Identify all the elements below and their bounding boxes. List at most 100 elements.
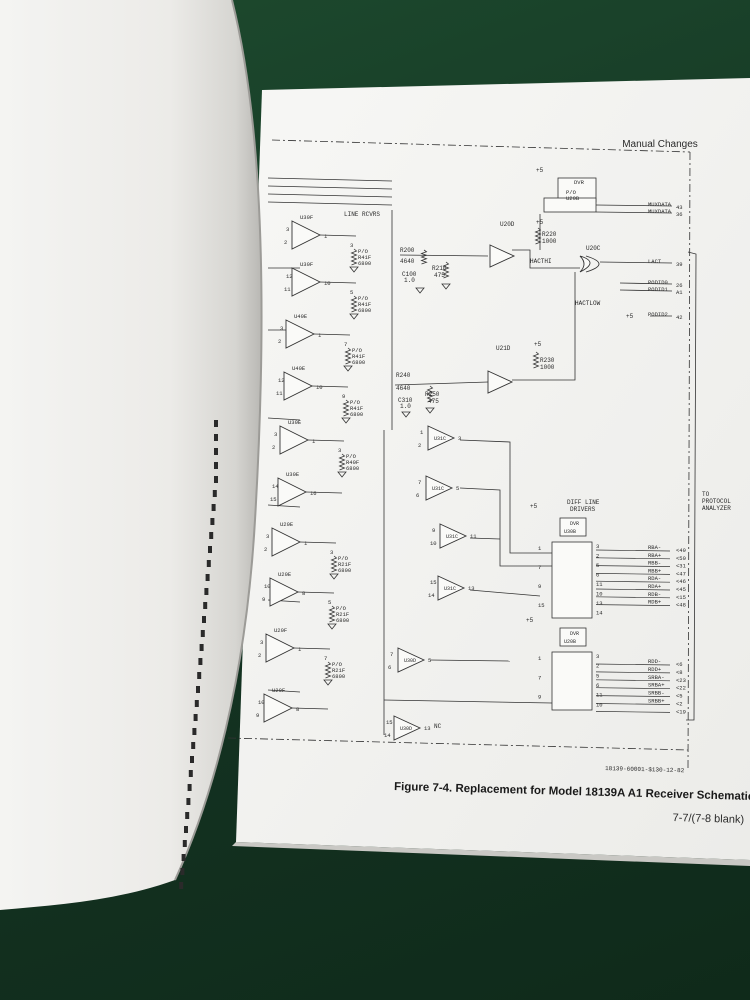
receiver-opamp (265, 633, 296, 663)
receiver-pin-a: 3 (274, 431, 277, 438)
diff-output-pin: <48 (676, 602, 686, 609)
output-wire (595, 671, 671, 674)
receiver-pin-b: 15 (270, 496, 277, 503)
resistor-value: 6800 (346, 465, 359, 472)
driver-pin-in: 9 (538, 583, 541, 590)
diff-output-2-pin: <19 (676, 708, 686, 715)
diff-output-label: RBB+ (648, 567, 661, 574)
receiver-pin-b: 2 (272, 444, 275, 451)
top-output-label: PODID0 (648, 279, 668, 286)
r230-val: 1000 (540, 364, 555, 371)
ground-symbol (441, 283, 451, 290)
buffer-pin-in2: 2 (418, 442, 421, 449)
binding-comb-tooth (187, 784, 192, 791)
section-title: Manual Changes (622, 139, 698, 150)
output-wire (595, 557, 671, 560)
receiver-pin-b: 2 (264, 546, 267, 553)
resistor-name: R21F (332, 667, 345, 674)
driver-pin-out: 6 (596, 682, 599, 689)
receiver-pin-a: 3 (260, 639, 263, 646)
binding-comb-tooth (190, 756, 194, 763)
driver-pin-in: 1 (538, 545, 542, 552)
receiver-ref: U20F (272, 687, 285, 694)
binding-comb-tooth (185, 812, 190, 819)
binding-comb-tooth (186, 798, 191, 805)
r250-ref: R250 (425, 391, 440, 398)
binding-comb-tooth (205, 574, 210, 581)
receiver-opamp (285, 319, 316, 349)
receiver-resistor (344, 347, 352, 365)
driver-pin-out: 14 (596, 610, 603, 617)
driver-pin-out: 3 (596, 653, 599, 660)
receiver-resistor (324, 661, 332, 679)
binding-comb-tooth (210, 518, 215, 525)
top-output-label: PODID2 (648, 311, 668, 318)
binding-comb-tooth (188, 770, 193, 777)
binding-comb-tooth (208, 546, 212, 553)
dvr-top-2: P/O (566, 189, 577, 196)
ground-symbol (337, 471, 347, 478)
receiver-pin-b: 2 (278, 338, 281, 345)
drawing-border (227, 139, 691, 769)
receiver-pin-b: 9 (256, 712, 259, 719)
r220-val: 1000 (542, 238, 557, 245)
receiver-output-wire (305, 491, 343, 494)
receiver-ref: U20E (280, 521, 294, 528)
receiver-pin-a: 14 (272, 483, 279, 490)
binding-comb-tooth (214, 476, 218, 483)
receiver-pin-a: 12 (278, 377, 285, 384)
receiver-output-wire (311, 385, 349, 388)
receiver-pin-out: 10 (324, 280, 331, 287)
binding-comb-tooth (214, 420, 218, 427)
resistor-value: 6800 (350, 411, 363, 418)
resistor-pin: 7 (344, 341, 347, 348)
diff-output-label: RDA- (648, 575, 661, 582)
receiver-resistor (350, 295, 358, 313)
ground-symbol (401, 411, 411, 418)
driver-pin-out: 2 (596, 553, 599, 560)
diff-output-label: RDB- (648, 591, 661, 598)
output-wire (595, 596, 671, 599)
receiver-opamp (279, 425, 310, 455)
resistor-pin: 3 (330, 549, 333, 556)
u20c-label: U20C (586, 245, 601, 252)
schematic-symbols: U30F3213P/OR41F6800U30F1211105P/OR41F680… (256, 177, 687, 741)
driver-header-box (559, 517, 587, 537)
driver-block (551, 651, 593, 711)
ground-symbol (341, 417, 351, 424)
ground-symbol (425, 407, 435, 414)
r200-resistor (420, 249, 428, 265)
driver-pin-in: 7 (538, 564, 541, 571)
resistor-name: R41F (358, 301, 371, 308)
binding-comb (179, 420, 218, 889)
line-rcvrs-label: LINE RCVRS (344, 211, 380, 218)
receiver-ref: U30F (300, 261, 313, 268)
receiver-ref: U20E (278, 571, 292, 578)
buffer-ref: U30D (400, 726, 412, 732)
page-number: 7-7/(7-8 blank) (672, 812, 744, 826)
driver-pin-out: 10 (596, 701, 603, 708)
ground-symbol (327, 623, 337, 630)
binding-comb-tooth (197, 672, 202, 679)
r230-ref: R230 (540, 357, 555, 364)
u21d-label: U21D (496, 345, 511, 352)
receiver-opamp (291, 267, 322, 297)
plus5-label-a: +5 (536, 167, 544, 174)
plus5-label-f: +5 (626, 313, 634, 320)
resistor-pin: 9 (342, 393, 345, 400)
ground-symbol (415, 287, 425, 294)
diff-output-2-label: SRBB- (648, 690, 665, 697)
buffer-pin-in: 9 (432, 527, 435, 534)
receiver-ref: U30E (288, 419, 302, 426)
receiver-output-wire (319, 234, 357, 237)
top-output-label: PODID1 (648, 286, 669, 293)
receiver-pin-out: 1 (324, 233, 328, 240)
output-wire (595, 573, 671, 575)
receiver-output-wire (293, 647, 331, 650)
buffer-ref: U31C (444, 586, 456, 592)
resistor-ref: P/O (350, 399, 361, 406)
driver-pin-out: 11 (596, 581, 603, 588)
driver-header-label: DVR (570, 521, 579, 527)
nc-label: NC (434, 723, 442, 730)
resistor-name: R41F (350, 405, 363, 412)
